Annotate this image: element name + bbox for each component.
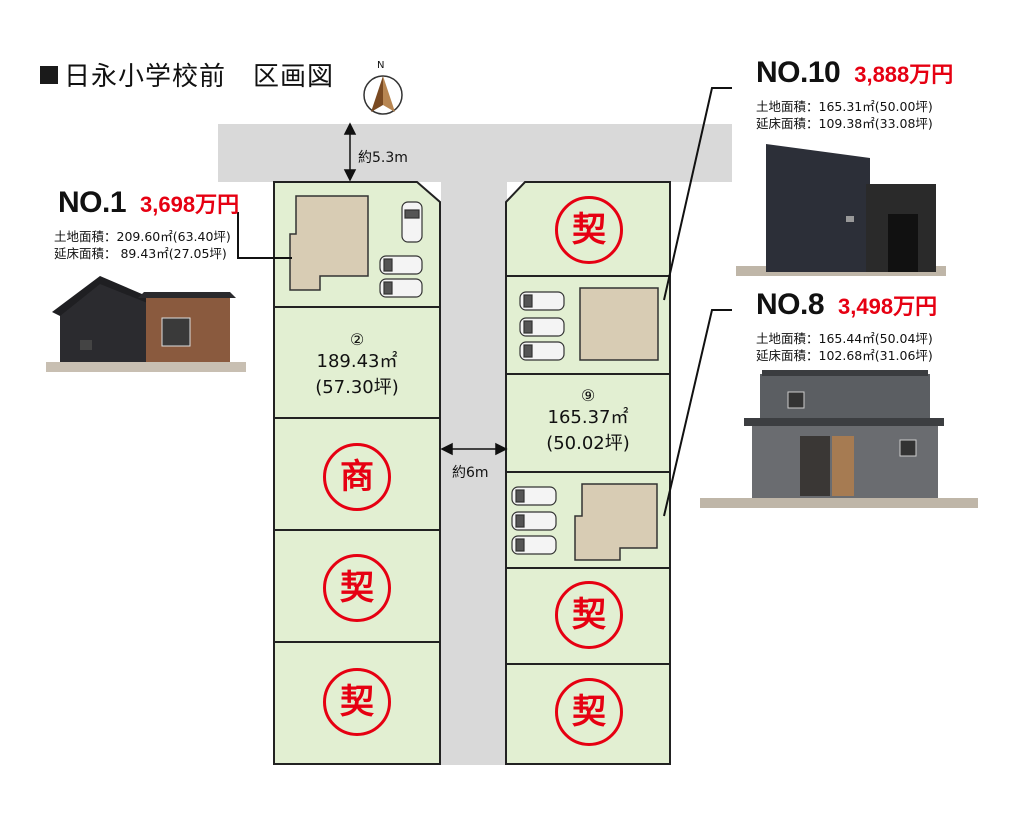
car-icon — [379, 255, 423, 275]
building-no10 — [579, 287, 659, 361]
lot2-number: ② — [349, 330, 365, 349]
lot2-label: ② 189.43㎡ (57.30坪) — [274, 330, 440, 401]
contract-badge: 契 — [555, 678, 623, 746]
contract-badge: 契 — [323, 554, 391, 622]
lot9-area-tsubo: (50.02坪) — [546, 433, 630, 454]
house-details-no1: 土地面積：209.60㎡(63.40坪) 延床面積： 89.43㎡(27.05坪… — [54, 228, 231, 262]
leader-no1 — [237, 212, 292, 259]
land-area: 土地面積：209.60㎡(63.40坪) — [54, 229, 231, 244]
building-no8 — [574, 483, 658, 561]
land-area: 土地面積：165.31㎡(50.00坪) — [756, 99, 933, 114]
lot-9 — [505, 373, 671, 473]
house-name: NO.8 — [756, 288, 825, 321]
lot2-area-tsubo: (57.30坪) — [315, 377, 399, 398]
house-photo-no10 — [736, 144, 946, 276]
house-price: 3,888万円 — [854, 62, 954, 87]
floor-area: 延床面積： 89.43㎡(27.05坪) — [54, 246, 227, 261]
compass-north-label: N — [377, 60, 385, 71]
lot9-number: ⑨ — [580, 386, 596, 405]
car-icon — [401, 201, 423, 243]
middle-road-width-label: 約6m — [452, 465, 489, 481]
leader-no10 — [663, 87, 732, 301]
contract-badge: 契 — [555, 581, 623, 649]
contract-badge: 契 — [323, 668, 391, 736]
car-icon — [511, 535, 557, 555]
page-title: 日永小学校前 区画図 — [40, 56, 334, 93]
lot-5 — [273, 641, 441, 765]
leader-no8 — [663, 309, 732, 517]
house-photo-no1 — [46, 276, 246, 372]
lot2-area-m2: 189.43㎡ — [316, 351, 398, 372]
car-icon — [511, 511, 557, 531]
floor-area: 延床面積：102.68㎡(31.06坪) — [756, 348, 933, 363]
car-icon — [519, 317, 565, 337]
house-name: NO.1 — [58, 186, 127, 219]
north-compass-icon — [363, 75, 403, 115]
house-name: NO.10 — [756, 56, 841, 89]
title-text: 日永小学校前 区画図 — [64, 62, 335, 92]
car-icon — [519, 291, 565, 311]
house-details-no10: 土地面積：165.31㎡(50.00坪) 延床面積：109.38㎡(33.08坪… — [756, 98, 933, 132]
lot9-label: ⑨ 165.37㎡ (50.02坪) — [506, 386, 670, 457]
building-no1 — [289, 195, 369, 291]
lot9-area-m2: 165.37㎡ — [547, 407, 629, 428]
car-icon — [511, 486, 557, 506]
house-card-no1: NO.1 3,698万円 — [58, 186, 239, 220]
house-price: 3,498万円 — [838, 294, 938, 319]
land-area: 土地面積：165.44㎡(50.04坪) — [756, 331, 933, 346]
negotiation-badge: 商 — [323, 443, 391, 511]
house-card-no8: NO.8 3,498万円 — [756, 288, 937, 322]
top-road — [218, 124, 732, 182]
house-card-no10: NO.10 3,888万円 — [756, 56, 953, 90]
house-photo-no8 — [700, 370, 978, 508]
middle-road — [441, 180, 507, 765]
contract-badge: 契 — [555, 196, 623, 264]
house-price: 3,698万円 — [140, 192, 240, 217]
car-icon — [519, 341, 565, 361]
floor-area: 延床面積：109.38㎡(33.08坪) — [756, 116, 933, 131]
house-details-no8: 土地面積：165.44㎡(50.04坪) 延床面積：102.68㎡(31.06坪… — [756, 330, 933, 364]
title-square-icon — [40, 66, 58, 84]
top-road-width-label: 約5.3m — [358, 150, 408, 166]
car-icon — [379, 278, 423, 298]
